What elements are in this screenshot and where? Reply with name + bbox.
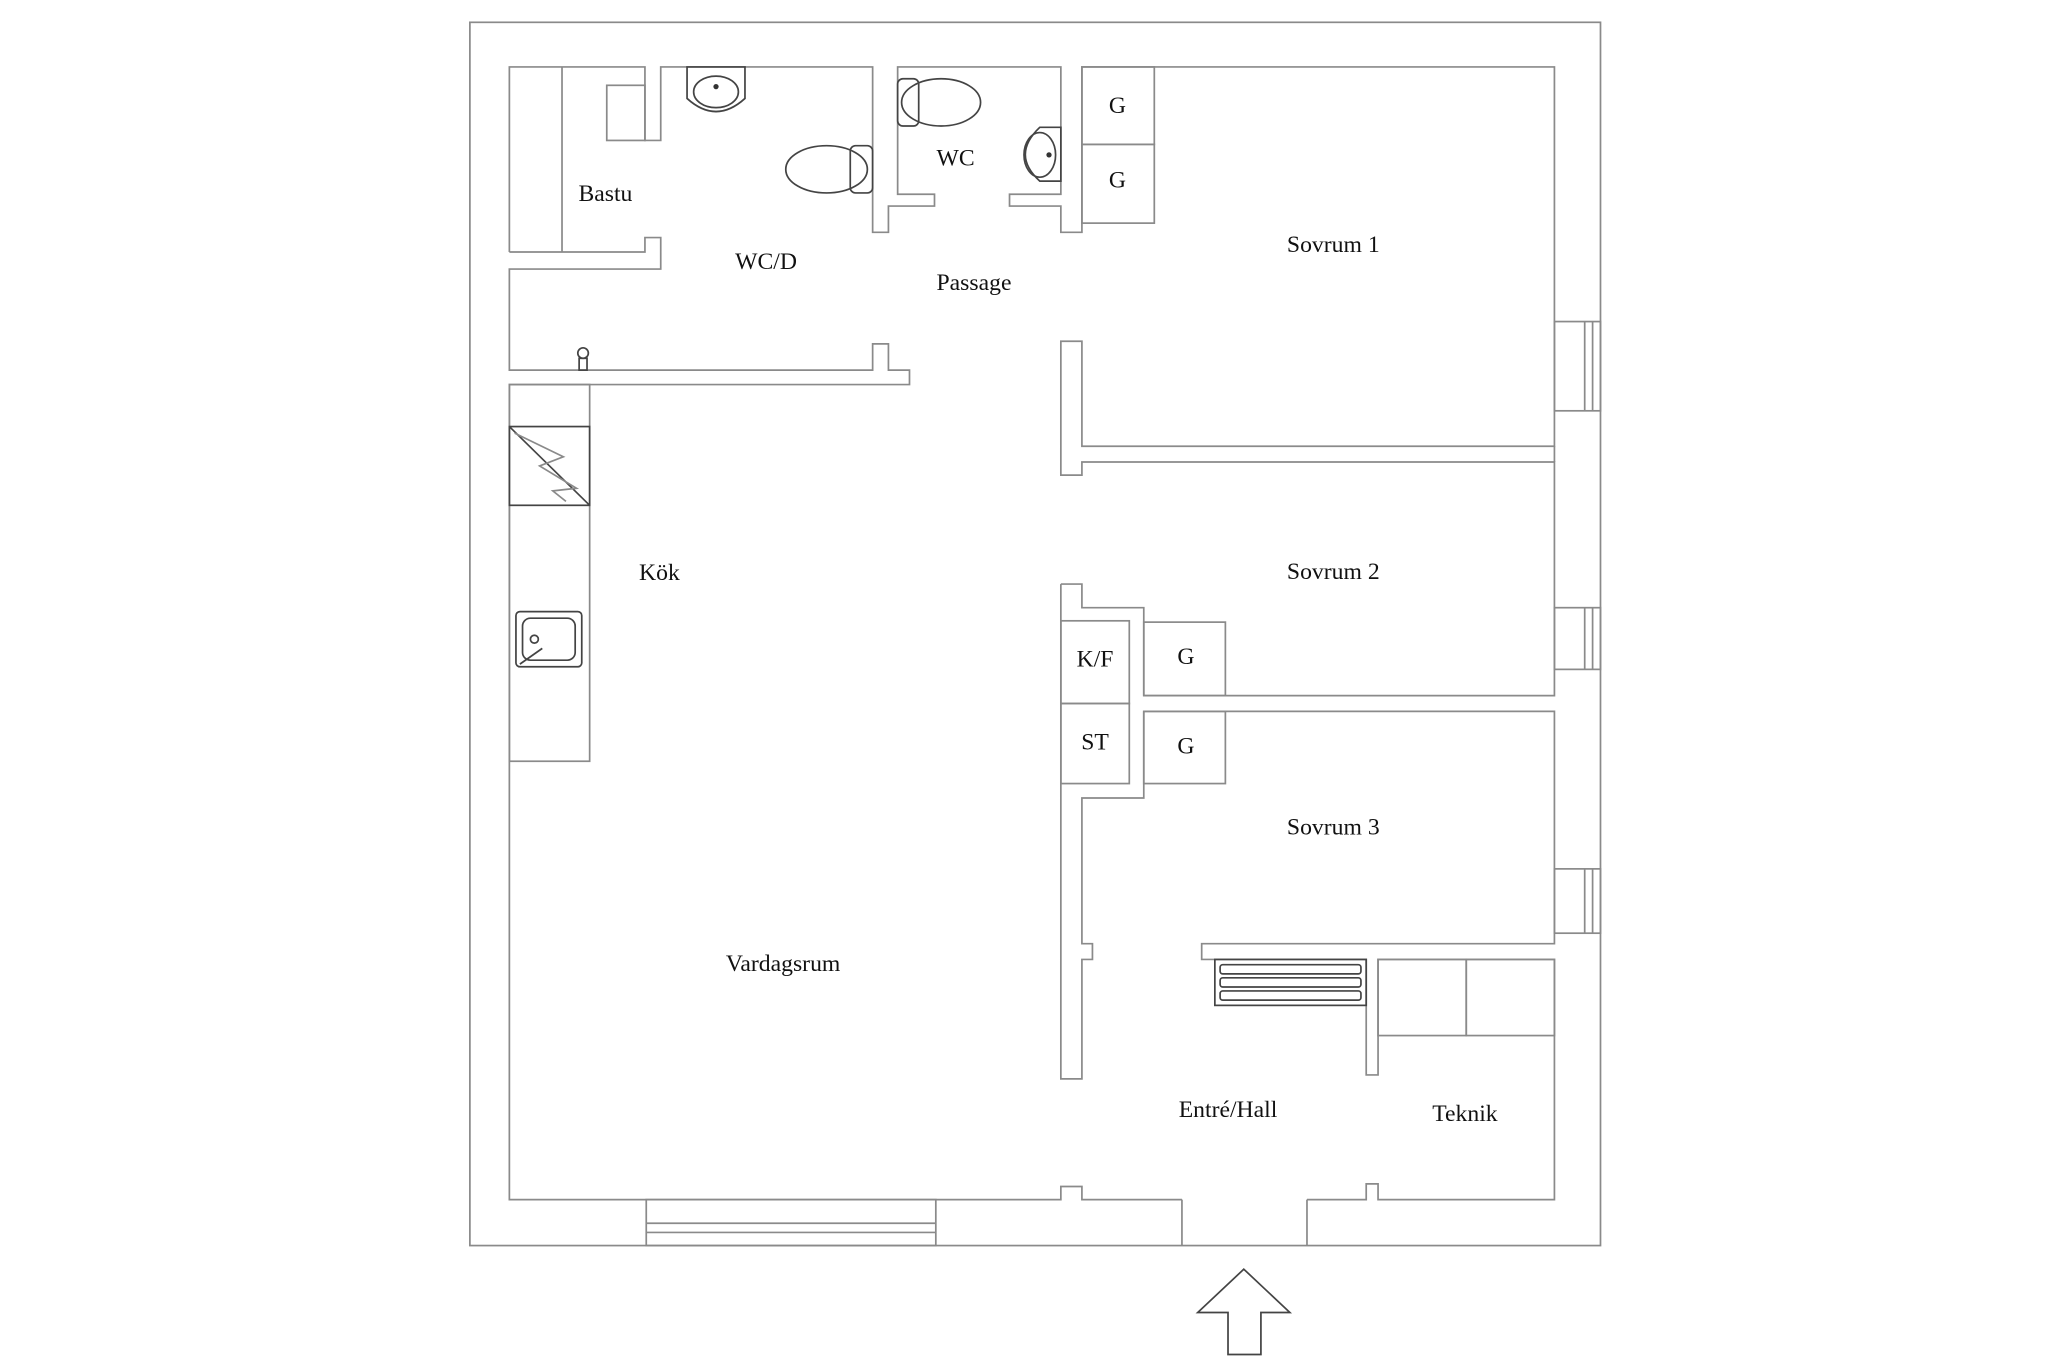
closet-label: G bbox=[1177, 644, 1194, 670]
closet-label: G bbox=[1109, 93, 1126, 119]
interior-walls bbox=[508, 66, 1556, 1246]
toilet-icon bbox=[784, 144, 874, 194]
room-label-sovrum3: Sovrum 3 bbox=[1287, 815, 1380, 841]
window bbox=[645, 1198, 937, 1247]
sink-icon bbox=[686, 66, 746, 113]
radiator-fin bbox=[1219, 990, 1362, 1001]
room-label-entre: Entré/Hall bbox=[1179, 1097, 1278, 1123]
closet-label: G bbox=[1109, 168, 1126, 194]
technical-cabinet bbox=[1465, 958, 1556, 1037]
room-label-passage: Passage bbox=[937, 270, 1012, 296]
window bbox=[1553, 320, 1602, 412]
radiator-fin bbox=[1219, 963, 1362, 975]
arrow-up-icon bbox=[1195, 1268, 1293, 1356]
radiator bbox=[1213, 958, 1368, 1007]
kitchen-sink-icon bbox=[515, 610, 583, 668]
closet bbox=[1059, 702, 1131, 785]
closet bbox=[1142, 621, 1227, 697]
sauna-heater bbox=[605, 84, 646, 142]
sink-icon bbox=[1023, 126, 1062, 182]
room-label-sovrum1: Sovrum 1 bbox=[1287, 232, 1380, 258]
closet bbox=[1081, 143, 1156, 224]
faucet-icon bbox=[576, 346, 590, 371]
stove-icon bbox=[508, 425, 591, 507]
room-label-teknik: Teknik bbox=[1432, 1101, 1498, 1127]
toilet-icon bbox=[896, 77, 982, 127]
closet bbox=[1142, 710, 1227, 785]
window bbox=[1553, 606, 1602, 671]
room-label-wcd: WC/D bbox=[735, 249, 797, 275]
room-label-wc: WC bbox=[936, 145, 974, 171]
room-label-vardagsrum: Vardagsrum bbox=[726, 951, 841, 977]
closet-label-kf: K/F bbox=[1077, 647, 1114, 673]
technical-cabinet bbox=[1377, 958, 1468, 1037]
closet-label-st: ST bbox=[1081, 729, 1109, 755]
room-label-bastu: Bastu bbox=[578, 181, 632, 207]
room-label-sovrum2: Sovrum 2 bbox=[1287, 559, 1380, 585]
kitchen-counter bbox=[508, 383, 591, 763]
radiator-fin bbox=[1219, 976, 1362, 988]
closet-label: G bbox=[1177, 733, 1194, 759]
room-label-kok: Kök bbox=[639, 560, 680, 586]
window bbox=[1553, 868, 1602, 935]
